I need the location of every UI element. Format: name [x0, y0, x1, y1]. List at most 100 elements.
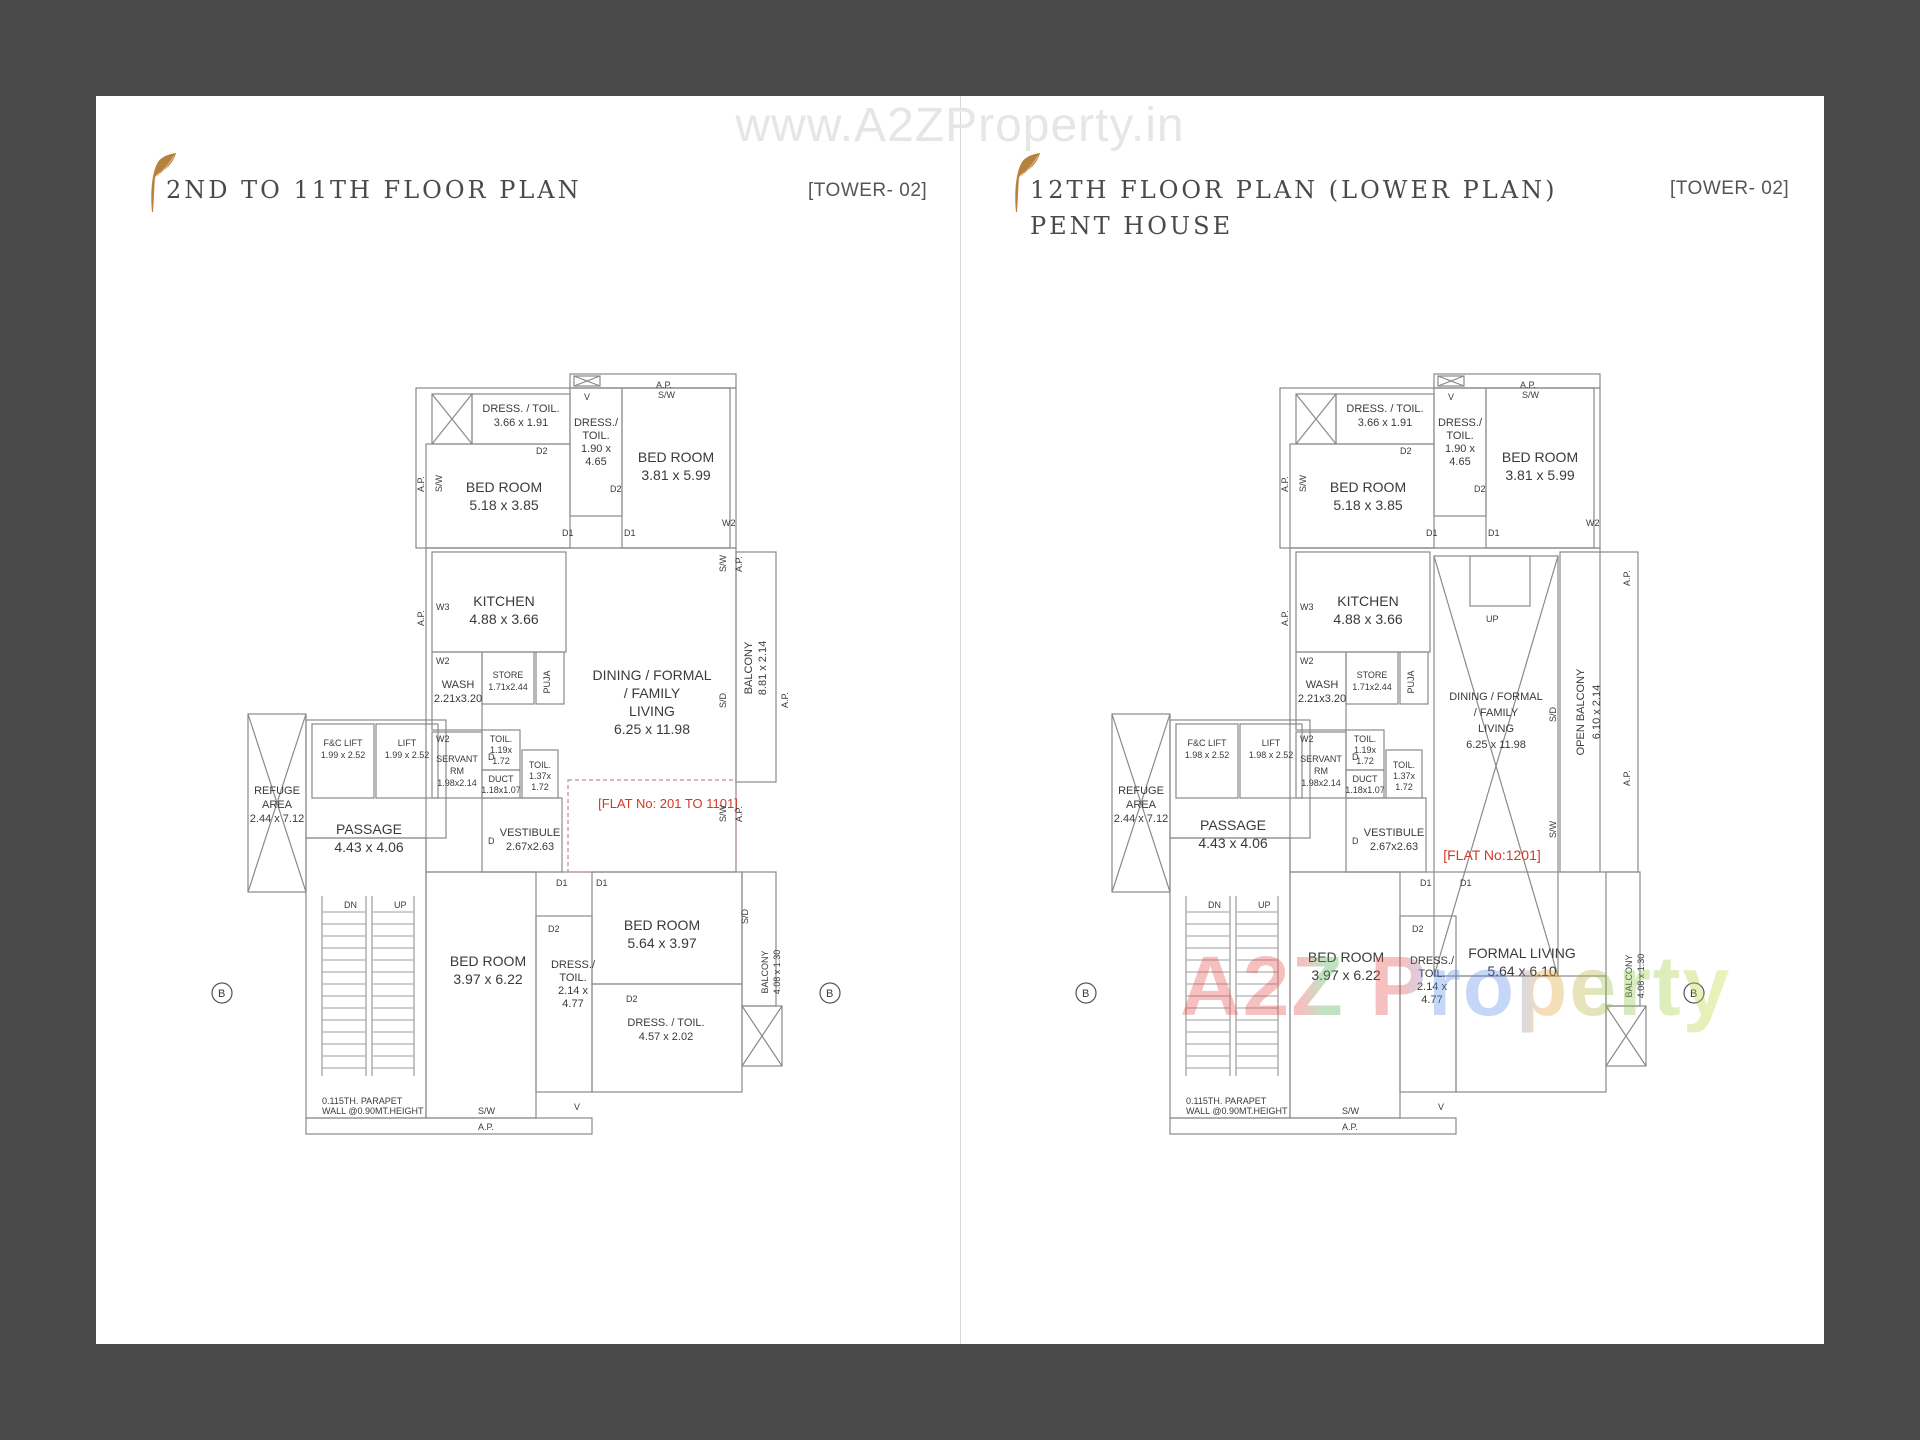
room-label: BED ROOM	[450, 953, 526, 969]
room-size: 2.44 x 7.12	[250, 813, 304, 825]
room-label: BED ROOM	[624, 917, 700, 933]
tag-d: D	[488, 836, 495, 846]
leaf-logo-icon	[151, 153, 176, 212]
room-label: BALCONY	[760, 950, 770, 993]
room-size: 4.77	[1421, 994, 1442, 1006]
room-label: STORE	[1357, 670, 1388, 680]
room-label: BED ROOM	[638, 449, 714, 465]
tag-w2: W2	[1586, 518, 1600, 528]
tag-ap: A.P.	[1622, 570, 1632, 586]
room-label: / FAMILY	[1474, 707, 1519, 719]
page-fold	[960, 96, 961, 1344]
tag-d1: D1	[1420, 878, 1432, 888]
room-size: 1.72	[1356, 756, 1374, 766]
room-size: 1.37x	[1393, 771, 1416, 781]
room-label: F&C LIFT	[323, 738, 363, 748]
tag-w2: W2	[1300, 734, 1314, 744]
room-size: 1.37x	[529, 771, 552, 781]
tag-d1: D1	[1426, 528, 1438, 538]
room-label: TOIL.	[529, 760, 551, 770]
tag-ap: A.P.	[1342, 1122, 1358, 1132]
room-label: DINING / FORMAL	[592, 667, 711, 683]
section-marker	[819, 982, 841, 1004]
flat-number-label: [FLAT No:1201]	[1443, 847, 1541, 863]
room-label: LIVING	[629, 703, 675, 719]
tag-ap: A.P.	[1280, 610, 1290, 626]
right-page: 12TH FLOOR PLAN (LOWER PLAN) PENT HOUSE …	[960, 96, 1824, 1344]
room-label: DUCT	[489, 774, 514, 784]
tag-d2: D2	[626, 994, 638, 1004]
room-size: 1.19x	[1354, 745, 1377, 755]
tag-sw: S/W	[718, 804, 728, 822]
parapet-note: 0.115TH. PARAPET	[1186, 1096, 1267, 1106]
section-b-label: B	[1690, 988, 1697, 1000]
room-size: 1.90 x	[581, 443, 611, 455]
tag-d: D	[1352, 836, 1359, 846]
room-label: PASSAGE	[336, 821, 402, 837]
room-size: 1.72	[1395, 782, 1413, 792]
section-b-label: B	[826, 988, 833, 1000]
room-label: BED ROOM	[1308, 949, 1384, 965]
room-size: 1.71x2.44	[1352, 682, 1392, 692]
parapet-note: WALL @0.90MT.HEIGHT	[1186, 1106, 1288, 1116]
room-label: WASH	[1306, 679, 1339, 691]
room-label: DRESS. / TOIL.	[1346, 403, 1423, 415]
parapet-note: 0.115TH. PARAPET	[322, 1096, 403, 1106]
section-marker	[1683, 982, 1705, 1004]
section-marker	[1075, 982, 1097, 1004]
room-label: BED ROOM	[1502, 449, 1578, 465]
room-size: 6.25 x 11.98	[1466, 739, 1526, 751]
room-label: KITCHEN	[1337, 593, 1398, 609]
room-size: 1.98 x 2.52	[1249, 750, 1294, 760]
room-size: 1.98x2.14	[1301, 778, 1341, 788]
room-size: 4.65	[1449, 456, 1470, 468]
tag-d2: D2	[610, 484, 622, 494]
room-label: FORMAL LIVING	[1468, 945, 1576, 961]
room-label: DRESS. / TOIL.	[482, 403, 559, 415]
room-size: 1.90 x	[1445, 443, 1475, 455]
tag-d1: D1	[562, 528, 574, 538]
tag-ap: A.P.	[1520, 380, 1536, 390]
stair-up-label: UP	[394, 900, 407, 910]
tag-d1: D1	[1460, 878, 1472, 888]
left-page: 2ND TO 11TH FLOOR PLAN [TOWER- 02]	[96, 96, 960, 1344]
tag-sw: S/W	[1548, 820, 1558, 838]
tag-ap: A.P.	[656, 380, 672, 390]
tag-sd: S/D	[740, 908, 750, 924]
room-label: DRESS./	[574, 417, 619, 429]
tag-d1: D1	[596, 878, 608, 888]
room-size: 3.81 x 5.99	[641, 467, 710, 483]
room-size: 4.88 x 3.66	[1333, 611, 1402, 627]
room-size: 1.99 x 2.52	[385, 750, 430, 760]
room-label: VESTIBULE	[500, 827, 561, 839]
room-label: TOIL.	[1393, 760, 1415, 770]
tag-ap: A.P.	[416, 476, 426, 492]
flat-number-label: [FLAT No: 201 TO 1101]	[598, 796, 738, 811]
room-size: 1.18x1.07	[481, 785, 521, 795]
page-title: 2ND TO 11TH FLOOR PLAN	[166, 176, 582, 204]
page-title: 12TH FLOOR PLAN (LOWER PLAN)	[1030, 176, 1558, 204]
stair-up-label: UP	[1486, 614, 1499, 624]
tag-ap: A.P.	[478, 1122, 494, 1132]
room-label: DINING / FORMAL	[1449, 691, 1543, 703]
room-label: RM	[450, 766, 464, 776]
room-label: BED ROOM	[466, 479, 542, 495]
tag-d2: D2	[1412, 924, 1424, 934]
tag-sw: S/W	[434, 474, 444, 492]
stair-dn-label: DN	[344, 900, 357, 910]
room-size: 2.21x3.20	[1298, 693, 1346, 705]
room-label: BED ROOM	[1330, 479, 1406, 495]
room-label: F&C LIFT	[1187, 738, 1227, 748]
room-size: 2.67x2.63	[1370, 841, 1418, 853]
room-size: 5.18 x 3.85	[1333, 497, 1402, 513]
tag-w3: W3	[436, 602, 450, 612]
tag-ap: A.P.	[1280, 476, 1290, 492]
tag-d2: D2	[1474, 484, 1486, 494]
room-size: 3.97 x 6.22	[1311, 967, 1380, 983]
tag-v: V	[584, 392, 590, 402]
room-size: 4.43 x 4.06	[334, 839, 403, 855]
room-size: 3.66 x 1.91	[494, 417, 548, 429]
room-size: 1.18x1.07	[1345, 785, 1385, 795]
section-marker	[211, 982, 233, 1004]
brand-watermark-text: A2Z Property	[1180, 939, 1732, 1033]
